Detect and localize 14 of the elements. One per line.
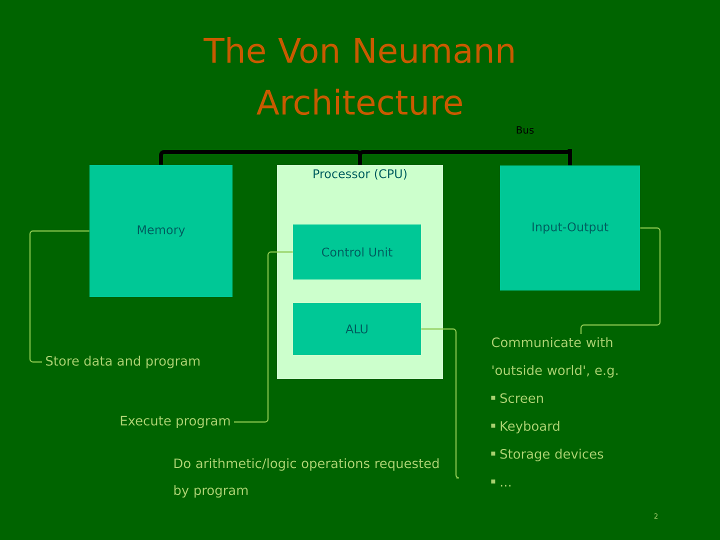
bus-line — [358, 147, 572, 166]
annotation-list: Communicate with 'outside world', e.g. Screen Keyboard Storage devices ... — [491, 337, 618, 487]
unit-box: Input-Output — [500, 166, 640, 290]
leader-line — [421, 328, 460, 479]
bus-line — [159, 150, 362, 165]
title: The Von Neumann Architecture — [204, 36, 514, 115]
unit-box: Memory — [90, 165, 232, 297]
annotation-text: Store data and program — [46, 356, 200, 368]
annotation-text: Execute program — [120, 416, 230, 428]
unit-box: Control Unit — [293, 224, 421, 280]
leader-line — [234, 251, 293, 423]
annotation-text: Do arithmetic/logic operations requested by program — [174, 458, 439, 498]
unit-box: ALU — [293, 303, 421, 355]
edge-label: Bus — [516, 126, 534, 134]
